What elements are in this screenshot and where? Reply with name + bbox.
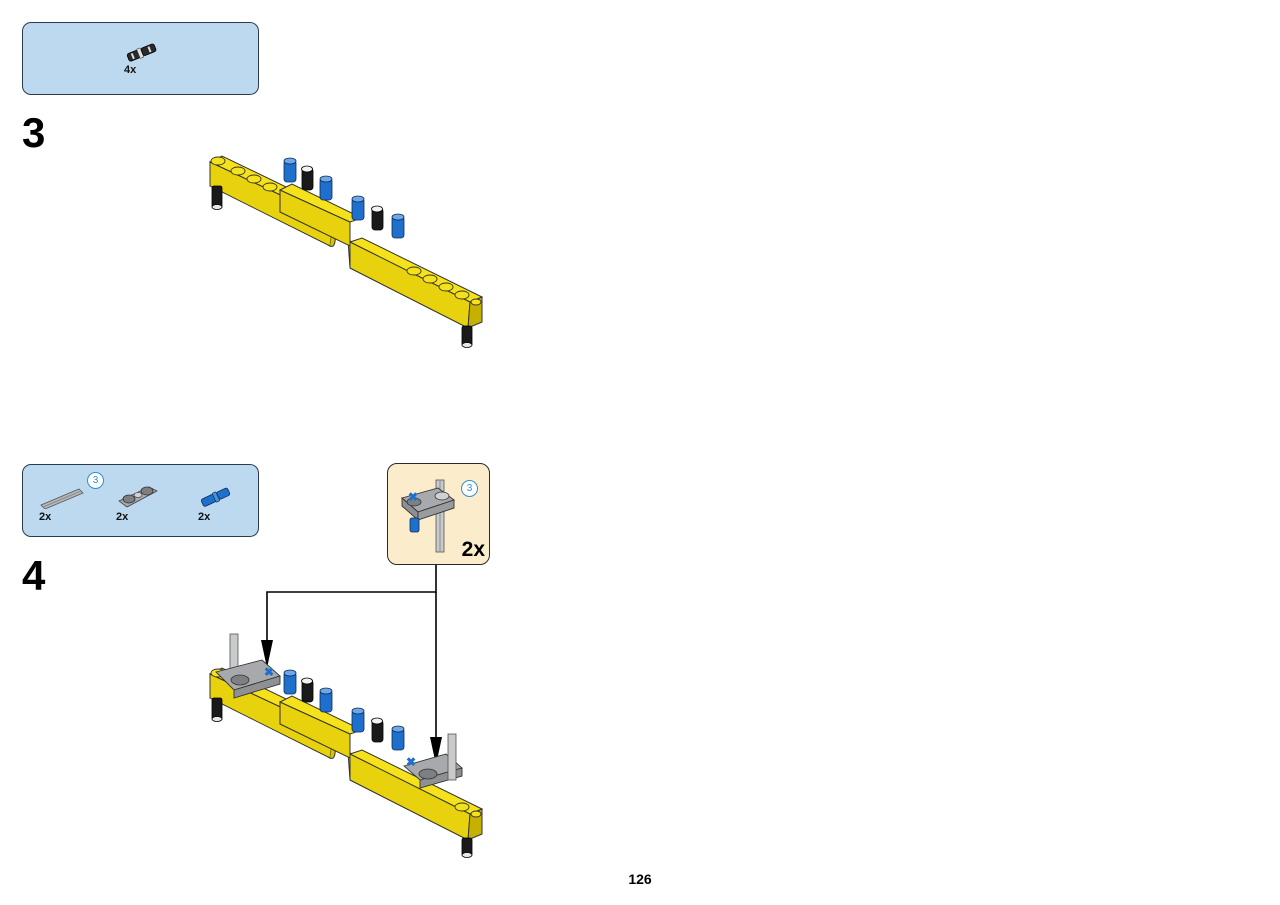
length-badge: 3 bbox=[87, 472, 104, 489]
length-badge: 3 bbox=[461, 480, 478, 497]
page-number: 126 bbox=[628, 871, 652, 887]
part-quantity: 4x bbox=[124, 64, 137, 76]
part-quantity: 2x bbox=[116, 511, 129, 523]
blue-pin-icon bbox=[200, 487, 231, 507]
connector-axle-subassembly-icon: ✖ bbox=[401, 479, 455, 553]
step-4-assembly-illustration: ✖ ✖ bbox=[208, 633, 484, 858]
step-3-assembly-illustration bbox=[208, 155, 484, 348]
svg-text:✖: ✖ bbox=[264, 665, 274, 679]
step-number: 3 bbox=[22, 109, 46, 156]
black-pin-icon bbox=[126, 43, 157, 62]
callout-quantity: 2x bbox=[461, 538, 485, 561]
parts-list-step-3: 4x bbox=[22, 22, 259, 95]
part-quantity: 2x bbox=[198, 511, 211, 523]
gray-double-connector-icon bbox=[118, 486, 158, 508]
gray-axle-icon bbox=[40, 488, 84, 509]
parts-list-step-4: 3 2x 2x 2x bbox=[22, 464, 259, 537]
svg-text:✖: ✖ bbox=[406, 755, 416, 769]
subassembly-callout: ✖ 3 2x bbox=[387, 463, 490, 565]
part-quantity: 2x bbox=[39, 511, 52, 523]
step-number: 4 bbox=[22, 552, 46, 599]
svg-text:✖: ✖ bbox=[408, 490, 418, 504]
